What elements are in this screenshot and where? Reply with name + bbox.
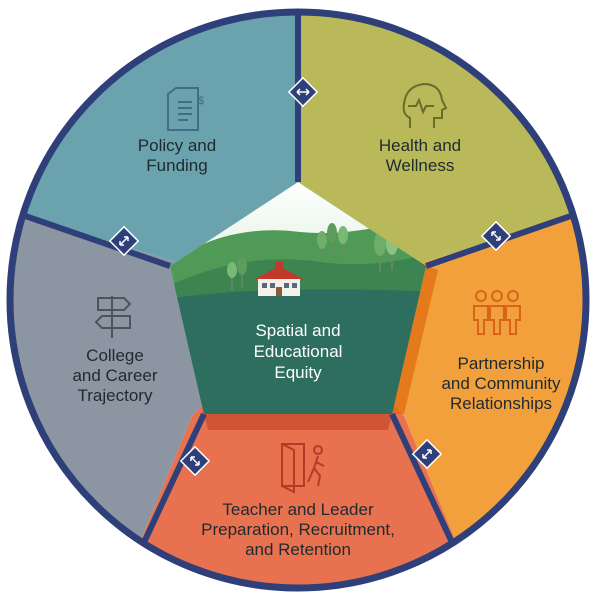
head-heartbeat-icon (402, 82, 448, 128)
connector-arrow-bottom-right (411, 438, 443, 470)
outer-ring (6, 8, 590, 592)
connector-arrow-top (287, 76, 319, 108)
document-dollar-icon: $ (167, 87, 204, 131)
label-policy-funding: Policy and Funding (112, 136, 242, 176)
center-pentagon (170, 182, 426, 414)
label-line: Partnership (457, 354, 545, 373)
label-line: Funding (146, 156, 208, 175)
label-teacher-leader: Teacher and Leader Preparation, Recruitm… (170, 500, 426, 560)
divider-college-policy (10, 207, 171, 269)
label-line: and Career (72, 366, 158, 385)
schoolhouse-icon (255, 262, 303, 296)
label-line: Trajectory (77, 386, 153, 405)
connector-arrow-bottom-left (179, 445, 211, 477)
label-line: Relationships (449, 394, 553, 413)
label-line: and Community (441, 374, 561, 393)
connector-arrow-left (108, 225, 140, 257)
label-line: Teacher and Leader (222, 500, 374, 519)
segment-teacher-band (204, 414, 392, 430)
label-line: Wellness (385, 156, 455, 175)
label-line: Equity (274, 363, 322, 382)
label-line: and Retention (245, 540, 351, 559)
label-line: Health and (378, 136, 462, 155)
segment-partnership-band (392, 266, 438, 414)
label-college-career: College and Career Trajectory (50, 346, 180, 406)
label-line: Educational (253, 342, 343, 361)
label-health-wellness: Health and Wellness (355, 136, 485, 176)
label-partnership: Partnership and Community Relationships (428, 354, 574, 414)
label-line: Spatial and (255, 321, 341, 340)
people-group-icon (473, 290, 521, 335)
label-line: Preparation, Recruitment, (201, 520, 395, 539)
label-center-equity: Spatial and Educational Equity (228, 320, 368, 383)
door-walking-person-icon (281, 443, 325, 494)
connector-arrow-right (480, 220, 512, 252)
label-line: Policy and (137, 136, 217, 155)
svg-text:$: $ (198, 95, 204, 107)
signpost-icon (94, 296, 132, 338)
label-line: College (86, 346, 144, 365)
segment-teacher (116, 300, 480, 588)
